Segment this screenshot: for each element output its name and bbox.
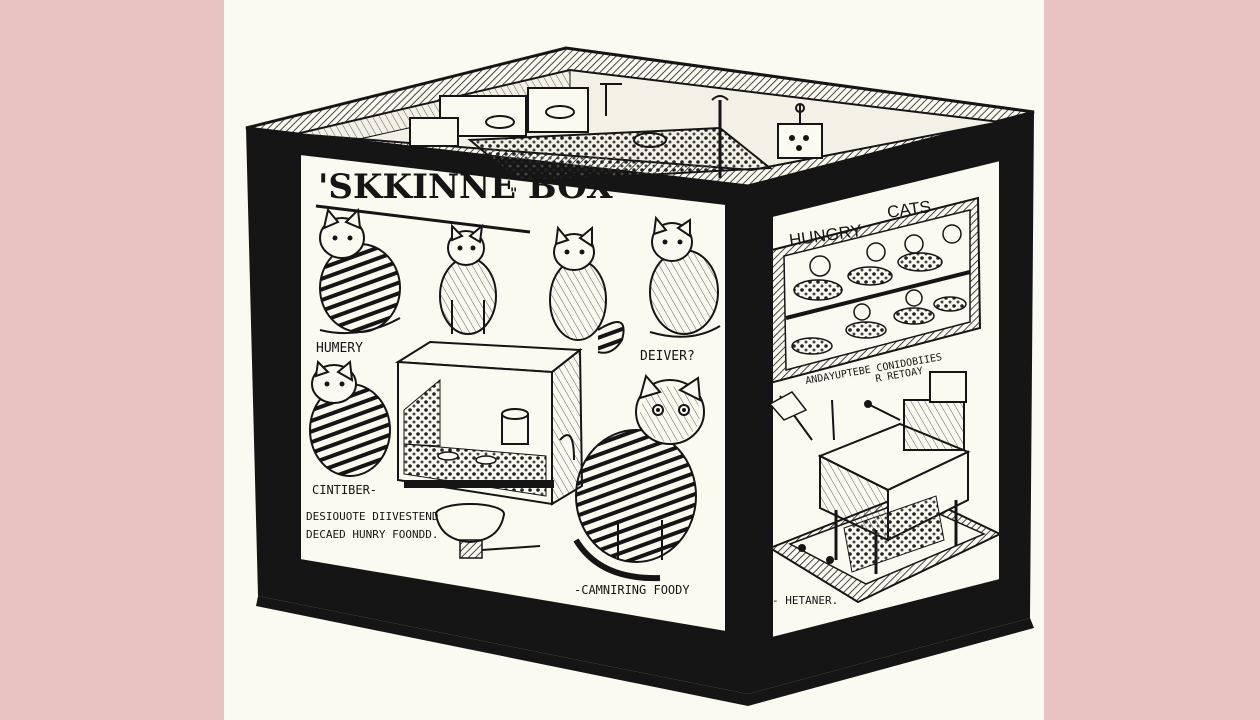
cat-illustration-2 bbox=[439, 223, 497, 335]
front-panel: 'SKKINNE BOX " HUMERY DEIVER? CINTIBER- … bbox=[299, 152, 727, 634]
side-panel: HUNGRY CATS ANDAYUPTEBE CONIDOBIIES R RE… bbox=[762, 158, 1003, 640]
side-caption-bottom: - HETANER. bbox=[772, 594, 838, 607]
large-striped-cat bbox=[573, 373, 705, 582]
label-humery: HUMERY bbox=[316, 341, 363, 356]
cat-illustration-4 bbox=[649, 215, 721, 338]
feeding-machine bbox=[767, 371, 1003, 604]
cat-illustration-1 bbox=[319, 207, 401, 335]
description-line-1: DESIOUOTE DIIVESTEND bbox=[306, 510, 438, 523]
left-pink-margin bbox=[0, 0, 224, 720]
food-bowl bbox=[435, 503, 541, 559]
cat-shelf bbox=[762, 196, 982, 386]
caption-bottom: -CAMNIRING FOODY bbox=[574, 583, 690, 597]
main-title: 'SKKINNE BOX bbox=[318, 167, 613, 207]
label-deiver: DEIVER? bbox=[640, 349, 695, 364]
description-line-2: DECAED HUNRY FOONDD. bbox=[306, 528, 438, 541]
inner-cage bbox=[394, 340, 584, 506]
main-title-mark: " bbox=[510, 186, 517, 202]
cat-illustration-3 bbox=[549, 225, 625, 354]
right-pink-margin bbox=[1044, 0, 1260, 720]
cat-illustration-5 bbox=[309, 359, 391, 477]
top-interior-machinery bbox=[409, 83, 823, 184]
label-cintiber: CINTIBER- bbox=[312, 483, 377, 497]
